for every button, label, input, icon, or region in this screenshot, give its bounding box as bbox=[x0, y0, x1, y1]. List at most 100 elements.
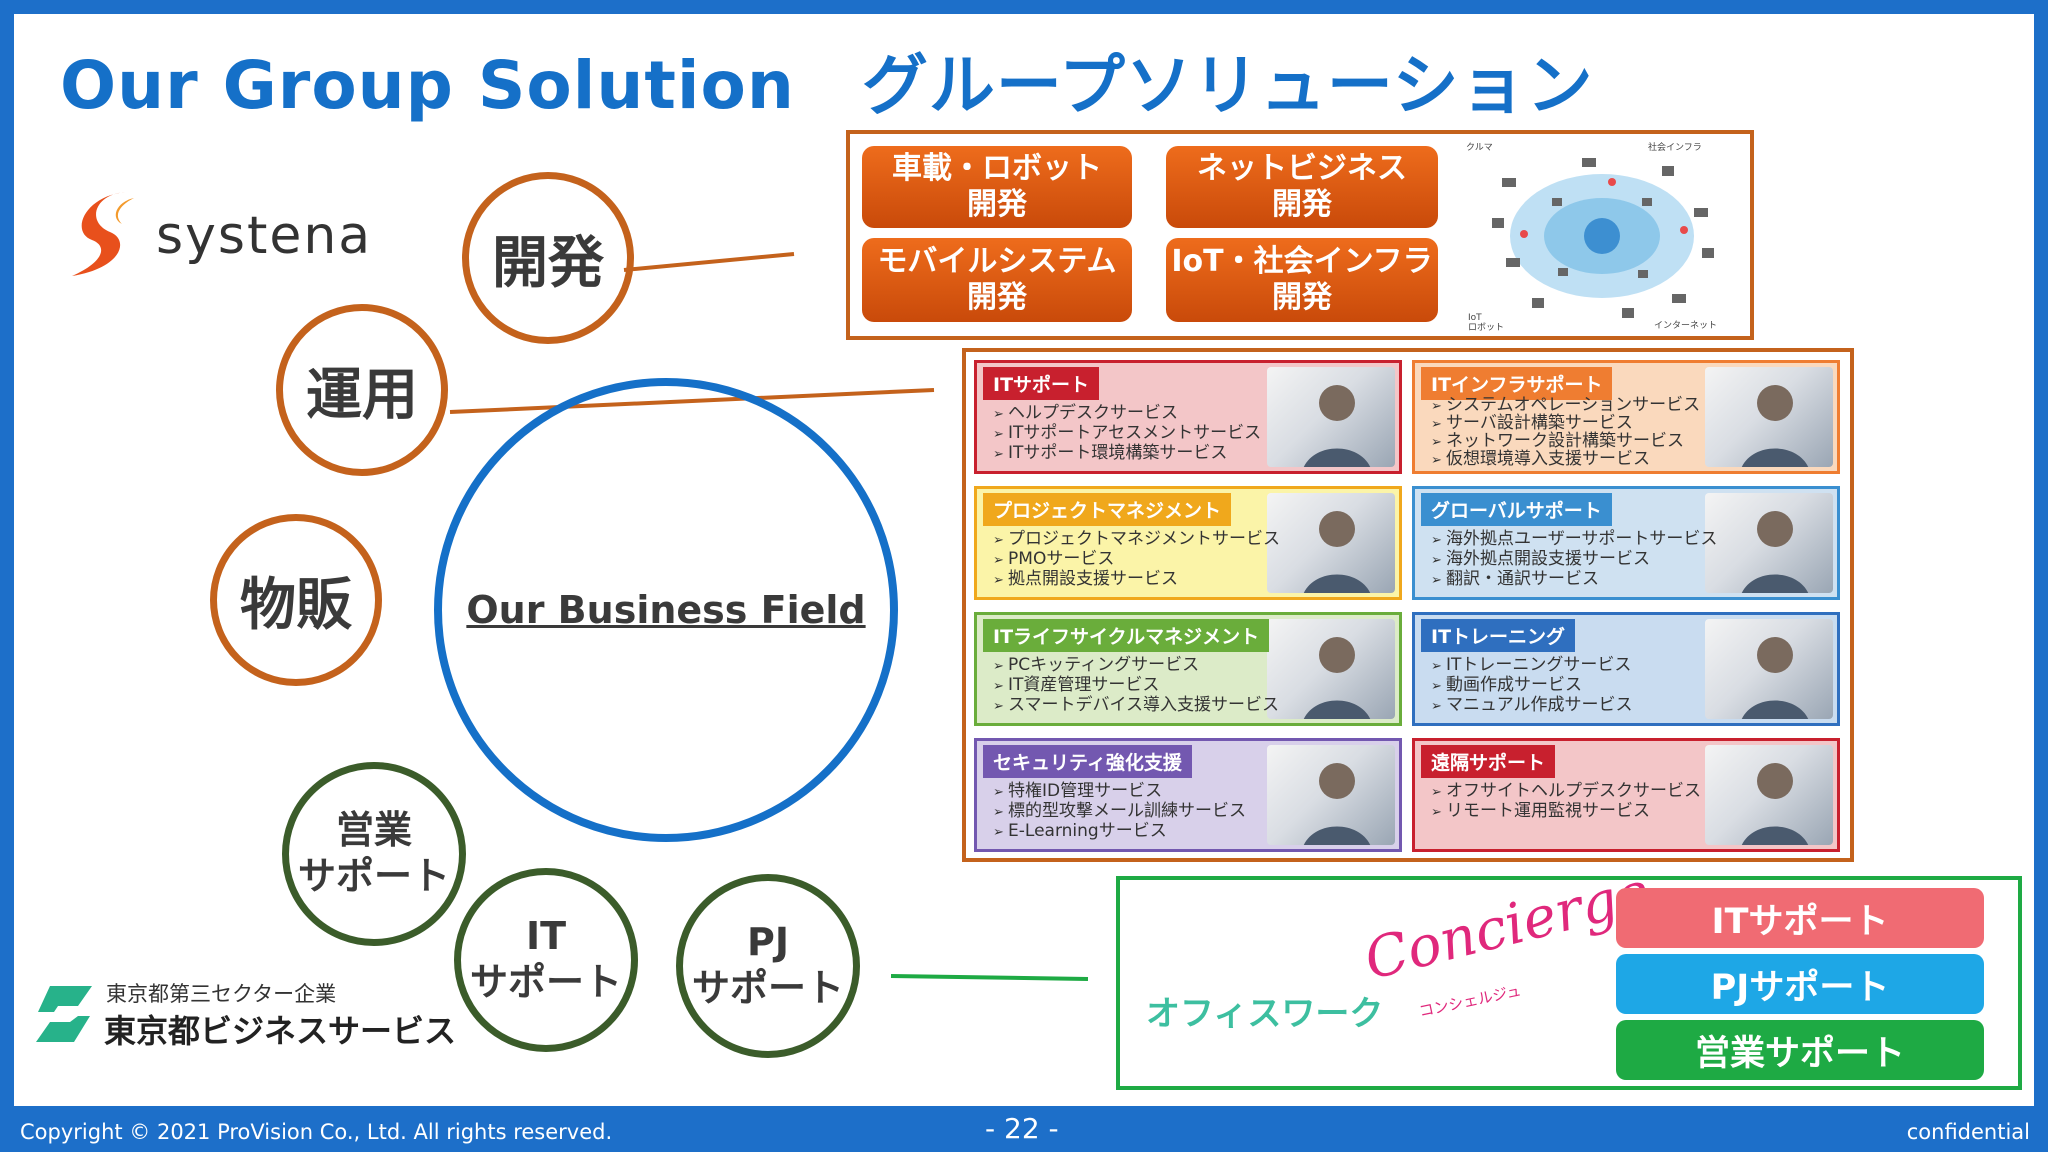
circle-eigyo-support: 営業 サポート bbox=[282, 762, 466, 946]
circle-eigyo-label: 営業 サポート bbox=[297, 808, 450, 898]
service-item: リモート運用監視サービス bbox=[1431, 801, 1701, 821]
dev-diagram-graphic bbox=[1492, 158, 1714, 318]
tmbs-logo: 東京都第三セクター企業 東京都ビジネスサービス bbox=[32, 976, 456, 1056]
service-photo bbox=[1705, 367, 1833, 467]
tmbs-name: 東京都ビジネスサービス bbox=[104, 1012, 457, 1050]
concierge-office-label: オフィスワーク bbox=[1146, 994, 1384, 1034]
service-photo bbox=[1705, 745, 1833, 845]
service-item: 拠点開設支援サービス bbox=[993, 569, 1280, 589]
dev-button-iot: IoT・社会インフラ 開発 bbox=[1166, 238, 1438, 322]
person-icon bbox=[1303, 763, 1371, 845]
services-grid-box: ITサポートヘルプデスクサービスITサポートアセスメントサービスITサポート環境… bbox=[962, 348, 1854, 862]
dev-diagram-label-internet: インターネット bbox=[1654, 321, 1718, 331]
concierge-box: オフィスワーク Concierge コンシェルジュ ITサポート PJサポート … bbox=[1116, 860, 2022, 1090]
tmbs-mark-icon bbox=[36, 986, 92, 1042]
circle-it-label: IT サポート bbox=[469, 914, 622, 1004]
service-item: PCキッティングサービス bbox=[993, 655, 1279, 675]
person-icon bbox=[1741, 763, 1809, 845]
service-title: ITライフサイクルマネジメント bbox=[983, 619, 1270, 652]
service-title: ITトレーニング bbox=[1421, 619, 1576, 652]
circle-buppan-label: 物販 bbox=[240, 572, 352, 638]
person-icon bbox=[1303, 637, 1371, 719]
circle-kaihatsu-label: 開発 bbox=[492, 230, 604, 296]
service-item: マニュアル作成サービス bbox=[1431, 695, 1633, 715]
service-card: ITライフサイクルマネジメントPCキッティングサービスIT資産管理サービススマー… bbox=[974, 612, 1402, 726]
service-item: 仮想環境導入支援サービス bbox=[1431, 450, 1700, 469]
service-item: PMOサービス bbox=[993, 549, 1280, 569]
service-title: セキュリティ強化支援 bbox=[983, 745, 1192, 778]
service-item: ITサポート環境構築サービス bbox=[993, 443, 1261, 463]
circle-unyo: 運用 bbox=[276, 304, 448, 476]
service-list: プロジェクトマネジメントサービスPMOサービス拠点開設支援サービス bbox=[993, 529, 1280, 589]
service-list: 海外拠点ユーザーサポートサービス海外拠点開設支援サービス翻訳・通訳サービス bbox=[1431, 529, 1717, 589]
person-icon bbox=[1741, 385, 1809, 467]
footer-copyright: Copyright © 2021 ProVision Co., Ltd. All… bbox=[20, 1120, 613, 1144]
service-card: プロジェクトマネジメントプロジェクトマネジメントサービスPMOサービス拠点開設支… bbox=[974, 486, 1402, 600]
service-card: セキュリティ強化支援特権ID管理サービス標的型攻撃メール訓練サービスE-Lear… bbox=[974, 738, 1402, 852]
dev-solutions-box: 車載・ロボット 開発 ネットビジネス 開発 モバイルシステム 開発 IoT・社会… bbox=[846, 130, 1754, 340]
service-item: ヘルプデスクサービス bbox=[993, 403, 1261, 423]
service-item: ITトレーニングサービス bbox=[1431, 655, 1633, 675]
person-icon bbox=[1741, 637, 1809, 719]
circle-unyo-label: 運用 bbox=[306, 362, 418, 428]
service-title: 遠隔サポート bbox=[1421, 745, 1556, 778]
service-item: サーバ設計構築サービス bbox=[1431, 414, 1700, 433]
service-item: ITサポートアセスメントサービス bbox=[993, 423, 1261, 443]
circle-kaihatsu: 開発 bbox=[462, 172, 634, 344]
service-photo bbox=[1705, 493, 1833, 593]
person-icon bbox=[1303, 511, 1371, 593]
tmbs-subtitle: 東京都第三セクター企業 bbox=[106, 982, 337, 1006]
concierge-script-label: Concierge bbox=[1358, 859, 1657, 993]
service-card: ITインフラサポートシステムオペレーションサービスサーバ設計構築サービスネットワ… bbox=[1412, 360, 1840, 474]
dev-button-mobile: モバイルシステム 開発 bbox=[862, 238, 1132, 322]
service-item: 標的型攻撃メール訓練サービス bbox=[993, 801, 1246, 821]
concierge-it-support-button[interactable]: ITサポート bbox=[1616, 888, 1984, 948]
slide: Our Group Solution グループソリューション systena O… bbox=[14, 14, 2034, 1106]
service-item: E-Learningサービス bbox=[993, 821, 1246, 841]
circle-it-support: IT サポート bbox=[454, 868, 638, 1052]
circle-pj-label: PJ サポート bbox=[691, 920, 844, 1010]
dev-diagram-label-infra: 社会インフラ bbox=[1648, 143, 1702, 153]
circle-buppan: 物販 bbox=[210, 514, 382, 686]
service-photo bbox=[1267, 619, 1395, 719]
footer-page-number: - 22 - bbox=[985, 1112, 1059, 1145]
service-item: 海外拠点開設支援サービス bbox=[1431, 549, 1717, 569]
service-item: プロジェクトマネジメントサービス bbox=[993, 529, 1280, 549]
concierge-pj-support-button[interactable]: PJサポート bbox=[1616, 954, 1984, 1014]
service-title: ITサポート bbox=[983, 367, 1100, 400]
systena-wordmark: systena bbox=[156, 206, 373, 266]
footer-confidential: confidential bbox=[1906, 1120, 2030, 1144]
service-card: ITトレーニングITトレーニングサービス動画作成サービスマニュアル作成サービス bbox=[1412, 612, 1840, 726]
service-list: ITトレーニングサービス動画作成サービスマニュアル作成サービス bbox=[1431, 655, 1633, 715]
circle-pj-support: PJ サポート bbox=[676, 874, 860, 1058]
systena-mark-icon bbox=[72, 192, 134, 276]
concierge-buttons: ITサポート PJサポート 営業サポート bbox=[1616, 888, 1986, 1084]
dev-diagram-label-car: クルマ bbox=[1466, 143, 1493, 153]
dev-diagram-label-iot: IoT ロボット bbox=[1468, 313, 1505, 333]
service-card: グローバルサポート海外拠点ユーザーサポートサービス海外拠点開設支援サービス翻訳・… bbox=[1412, 486, 1840, 600]
service-photo bbox=[1267, 745, 1395, 845]
service-item: システムオペレーションサービス bbox=[1431, 396, 1700, 415]
service-item: 特権ID管理サービス bbox=[993, 781, 1246, 801]
person-icon bbox=[1741, 511, 1809, 593]
service-list: PCキッティングサービスIT資産管理サービススマートデバイス導入支援サービス bbox=[993, 655, 1279, 715]
concierge-sales-support-button[interactable]: 営業サポート bbox=[1616, 1020, 1984, 1080]
service-item: 動画作成サービス bbox=[1431, 675, 1633, 695]
business-field-label: Our Business Field bbox=[466, 588, 866, 632]
dev-button-net: ネットビジネス 開発 bbox=[1166, 146, 1438, 228]
service-list: ヘルプデスクサービスITサポートアセスメントサービスITサポート環境構築サービス bbox=[993, 403, 1261, 463]
systena-logo: systena bbox=[64, 184, 374, 294]
service-photo bbox=[1267, 367, 1395, 467]
dev-button-vehicle: 車載・ロボット 開発 bbox=[862, 146, 1132, 228]
service-title: グローバルサポート bbox=[1421, 493, 1612, 526]
service-photo bbox=[1267, 493, 1395, 593]
dev-diagram: クルマ 社会インフラ IoT ロボット インターネット bbox=[1462, 138, 1746, 334]
service-list: システムオペレーションサービスサーバ設計構築サービスネットワーク設計構築サービス… bbox=[1431, 396, 1700, 469]
service-card: ITサポートヘルプデスクサービスITサポートアセスメントサービスITサポート環境… bbox=[974, 360, 1402, 474]
service-list: オフサイトヘルプデスクサービスリモート運用監視サービス bbox=[1431, 781, 1701, 821]
service-item: 翻訳・通訳サービス bbox=[1431, 569, 1717, 589]
person-icon bbox=[1303, 385, 1371, 467]
service-item: オフサイトヘルプデスクサービス bbox=[1431, 781, 1701, 801]
service-item: ネットワーク設計構築サービス bbox=[1431, 432, 1700, 451]
service-item: IT資産管理サービス bbox=[993, 675, 1279, 695]
